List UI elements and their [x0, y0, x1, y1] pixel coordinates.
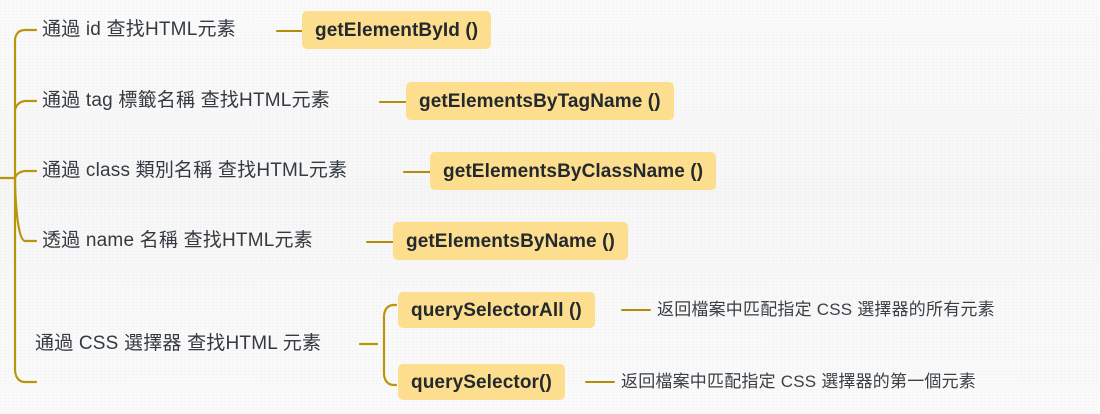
- row-label-4: 透過 name 名稱 查找HTML元素: [42, 230, 313, 251]
- connector-3: [403, 171, 433, 173]
- row-label-2: 通過 tag 標籤名稱 查找HTML元素: [42, 90, 330, 111]
- connector-sub-2: [585, 381, 615, 383]
- main-bracket: [0, 0, 40, 414]
- sub-description-2: 返回檔案中匹配指定 CSS 選擇器的第一個元素: [621, 372, 976, 391]
- method-badge-getelementsbyname[interactable]: getElementsByName (): [393, 222, 628, 260]
- sub-bracket: [358, 290, 398, 400]
- connector-1: [276, 30, 306, 32]
- connector-4: [366, 241, 396, 243]
- connector-sub-1: [621, 309, 651, 311]
- method-badge-getelementsbyclassname[interactable]: getElementsByClassName (): [430, 152, 717, 190]
- sub-description-1: 返回檔案中匹配指定 CSS 選擇器的所有元素: [657, 300, 995, 319]
- connector-2: [379, 101, 409, 103]
- row-label-5: 通過 CSS 選擇器 查找HTML 元素: [35, 333, 322, 354]
- method-badge-getelementsbytagname[interactable]: getElementsByTagName (): [406, 82, 674, 120]
- method-badge-getelementbyid[interactable]: getElementById (): [302, 11, 492, 49]
- method-badge-queryselector[interactable]: querySelector(): [398, 364, 565, 400]
- row-label-3: 通過 class 類別名稱 查找HTML元素: [42, 160, 348, 181]
- row-label-1: 通過 id 查找HTML元素: [42, 19, 236, 40]
- method-badge-queryselectorall[interactable]: querySelectorAll (): [398, 292, 595, 328]
